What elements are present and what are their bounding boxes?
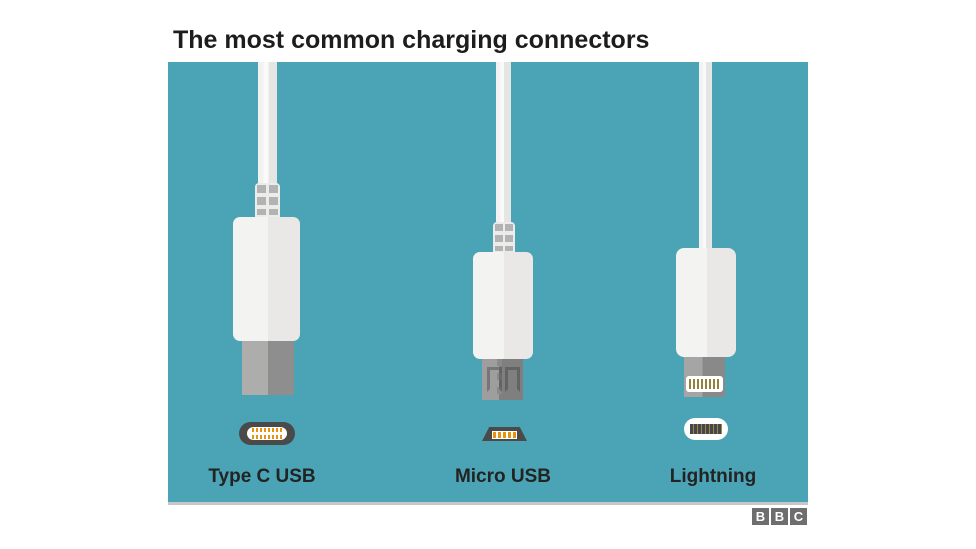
lightning-port-pins — [690, 424, 722, 434]
bbc-logo-block: B — [771, 508, 788, 525]
lightning-label: Lightning — [669, 466, 757, 487]
strain-relief-ridges — [269, 185, 278, 215]
usb-c-port-icon — [239, 422, 295, 445]
bbc-logo: B B C — [752, 508, 807, 525]
usb-c-strain-relief — [255, 183, 280, 217]
strain-relief-ridges — [495, 224, 503, 251]
metal-tip-slot — [487, 367, 502, 392]
metal-tip-slot — [505, 367, 520, 392]
lightning-pin-window — [686, 376, 723, 392]
micro-usb-plug-body — [473, 252, 533, 359]
micro-usb-label: Micro USB — [454, 466, 552, 487]
bbc-logo-letter: C — [793, 509, 804, 524]
usb-c-port-pins — [252, 435, 282, 439]
lightning-plug-body — [676, 248, 736, 357]
lightning-gold-pins — [689, 379, 720, 389]
micro-usb-cable-graphic — [496, 62, 511, 222]
lightning-port-icon — [684, 418, 728, 440]
usb-c-label: Type C USB — [208, 466, 316, 487]
usb-c-metal-tip — [242, 341, 294, 395]
illustration-panel: Type C USB Micro USB — [168, 62, 808, 502]
usb-c-port-pins — [252, 428, 282, 432]
micro-usb-metal-tip — [482, 359, 523, 400]
lightning-cable-graphic — [699, 62, 712, 248]
bbc-logo-block: B — [752, 508, 769, 525]
strain-relief-ridges — [505, 224, 513, 251]
micro-usb-port-pins — [493, 432, 516, 438]
metal-tip-seam — [497, 359, 502, 400]
panel-underline — [168, 502, 808, 505]
bbc-logo-block: C — [790, 508, 807, 525]
usb-c-plug-body — [233, 217, 300, 341]
lightning-metal-tip — [684, 357, 725, 397]
page-title: The most common charging connectors — [173, 26, 650, 54]
strain-relief-ridges — [257, 185, 266, 215]
micro-usb-strain-relief — [493, 222, 515, 253]
micro-usb-port-icon — [482, 427, 527, 441]
usb-c-cable-graphic — [258, 62, 277, 183]
bbc-logo-letter: B — [755, 509, 766, 524]
bbc-logo-letter: B — [774, 509, 785, 524]
